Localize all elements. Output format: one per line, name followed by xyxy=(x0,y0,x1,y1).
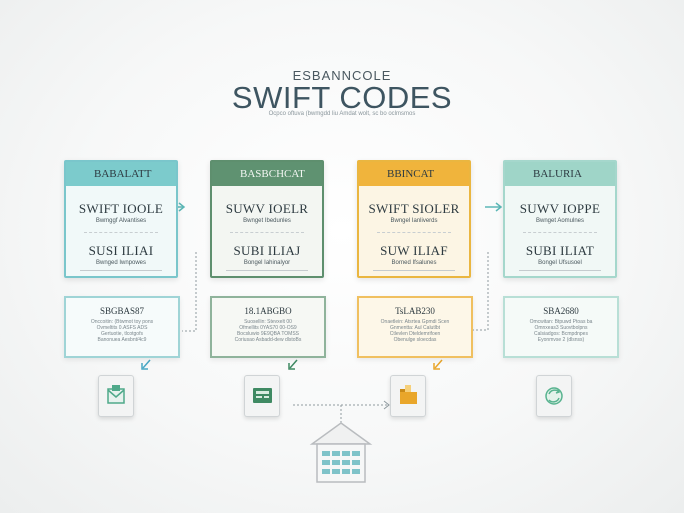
info-line: Omnxeas3 Suovtbolpns xyxy=(534,325,588,331)
refresh-icon-tile[interactable] xyxy=(536,375,572,417)
info-box-4[interactable]: SBA2680 Omcwitan: Btpuwd Ptoas ba Omnxea… xyxy=(503,296,619,358)
info-line: Ctlevlen Dteldemrifoen xyxy=(389,331,441,337)
card-underline xyxy=(80,270,162,271)
info-line: Gnmentta: Aul Calutlbt xyxy=(389,325,441,331)
card-top-code: SWIFT SIOLER xyxy=(368,201,460,216)
envelope-icon-tile[interactable] xyxy=(98,375,134,417)
card-top-sub: Bwngel Ianliverds xyxy=(390,218,438,224)
info-line: Gertuotie, tlcotgofs xyxy=(101,331,143,337)
info-line: Onccoitin: (Btwmot toy pons xyxy=(90,319,154,325)
card-header: BASBCHCAT xyxy=(212,162,322,186)
card-bottom-code: SUBI ILIAJ xyxy=(233,243,301,258)
info-line: Onaetlein: Atsrtea Gpmdi Scen xyxy=(380,319,450,325)
info-line: Ovmeltits 0.ASFS ADS xyxy=(96,325,148,331)
card-bottom-sub: Bwnged Iwnpowes xyxy=(95,260,147,266)
card-underline xyxy=(373,270,455,271)
swift-card-4[interactable]: BALURIA SUWV IOPPE Bwnget Aomulnes SUBI … xyxy=(503,160,617,278)
dotted-connector-right xyxy=(473,252,489,331)
card-bottom-sub: Bongel Iahinalyor xyxy=(243,260,291,266)
card-icon xyxy=(253,388,272,403)
card-bottom-code: SUW ILIAF xyxy=(380,243,448,258)
card-icon-tile[interactable] xyxy=(244,375,280,417)
card-bottom-code: SUSI ILIAI xyxy=(88,243,154,258)
envelope-icon xyxy=(107,385,125,404)
card-header: BALURIA xyxy=(505,162,615,186)
card-bottom-sub: Borned Ifsalunes xyxy=(391,260,437,266)
card-bottom-sub: Bongel Ufsusoel xyxy=(538,260,582,266)
info-box-3[interactable]: TsLAB230 Onaetlein: Atsrtea Gpmdi Scen G… xyxy=(357,296,473,358)
info-code: SBA2680 xyxy=(543,306,579,316)
swift-card-2[interactable]: BASBCHCAT SUWV IOELR Bwnget Ibedunles SU… xyxy=(210,160,324,278)
card-top-code: SWIFT IOOLE xyxy=(78,201,164,216)
info-code: SBGBAS87 xyxy=(99,306,144,316)
folder-icon-tile[interactable] xyxy=(390,375,426,417)
info-line: Eyonmvse 2 (dlsnss) xyxy=(537,337,585,343)
arrow-info3-down xyxy=(433,359,443,370)
info-line: Bocsluwio 9E9QBA TOMSS xyxy=(236,331,300,337)
page-subtitle: Ocpco oftuva (bwmgdd liu Amdat wolt, sc … xyxy=(268,111,416,117)
info-line: Calsiadgos: Bcmpdnpes xyxy=(534,331,588,337)
info-code: TsLAB230 xyxy=(395,306,435,316)
card-underline xyxy=(519,270,601,271)
info-line: Coriusao Asbadd-dew dlstoBs xyxy=(234,337,302,343)
card-header: BABALATT xyxy=(66,162,176,186)
card-top-code: SUWV IOELR xyxy=(225,201,309,216)
card-top-sub: Bwnget Ibedunles xyxy=(243,218,291,224)
card-top-code: SUWV IOPPE xyxy=(519,201,601,216)
card-divider xyxy=(523,232,597,233)
arrow-card4-left xyxy=(485,202,503,212)
card-divider xyxy=(84,232,158,233)
info-code: 18.1ABGBO xyxy=(244,306,292,316)
card-underline xyxy=(226,270,308,271)
info-line: Omcwitan: Btpuwd Ptoas ba xyxy=(529,319,593,325)
card-top-sub: Bwmggf Alvantises xyxy=(95,218,147,224)
info-line: Suosellin: Stevxelt 00 xyxy=(244,319,292,325)
page-title: SWIFT CODES xyxy=(231,80,453,115)
dotted-connector-left xyxy=(182,252,197,332)
card-divider xyxy=(230,232,304,233)
info-box-1[interactable]: SBGBAS87 Onccoitin: (Btwmot toy pons Ovm… xyxy=(64,296,180,358)
info-line: Obenulge sloecdas xyxy=(393,337,437,343)
card-bottom-code: SUBI ILIAT xyxy=(525,243,595,258)
folder-icon xyxy=(400,385,417,404)
bank-building-icon xyxy=(309,422,373,483)
card-top-sub: Bwnget Aomulnes xyxy=(535,218,585,224)
info-line: Ofmellits 0YAS70 00-OS9 xyxy=(239,325,297,331)
refresh-icon xyxy=(545,387,563,405)
info-box-2[interactable]: 18.1ABGBO Suosellin: Stevxelt 00 Ofmelli… xyxy=(210,296,326,358)
card-header: BBINCAT xyxy=(359,162,469,186)
swift-card-1[interactable]: BABALATT SWIFT IOOLE Bwmggf Alvantises S… xyxy=(64,160,178,278)
header-kicker: ESBANNCOLE xyxy=(292,68,392,83)
swift-card-3[interactable]: BBINCAT SWIFT SIOLER Bwngel Ianliverds S… xyxy=(357,160,471,278)
card-divider xyxy=(377,232,451,233)
arrow-info1-down xyxy=(141,359,151,370)
arrow-info2-down xyxy=(288,359,298,370)
info-line: Banonuea Aesbnt/4c9 xyxy=(97,337,147,343)
